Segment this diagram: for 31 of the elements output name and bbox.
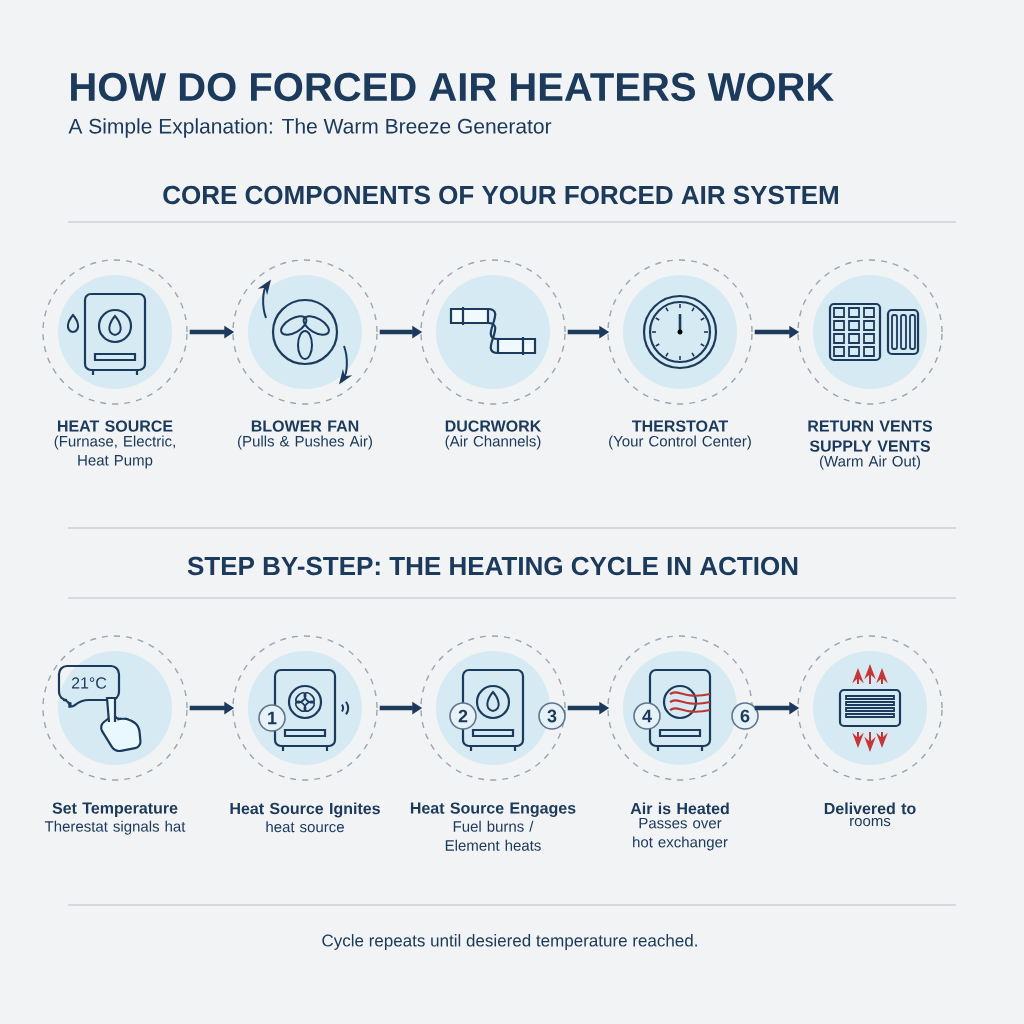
step-description: (Your Control Center) bbox=[609, 435, 751, 450]
section-heading: STEP BY-STEP: THE HEATING CYCLE IN ACTION bbox=[187, 556, 798, 576]
section-heading: CORE COMPONENTS OF YOUR FORCED AIR SYSTEM bbox=[163, 185, 838, 205]
step-title: RETURN VENTS SUPPLY VENTS bbox=[808, 420, 933, 452]
display-text: 21°C bbox=[71, 677, 107, 689]
step-title: Delivered to bbox=[824, 802, 916, 815]
step-title: Heat Source Ignites bbox=[230, 802, 380, 818]
step-description: (Warm Air Out) bbox=[820, 455, 921, 470]
step-title: THERSTOAT bbox=[632, 420, 728, 432]
step-description: (Air Channels) bbox=[445, 435, 541, 450]
step-description: Fuel burns / Element heats bbox=[445, 820, 541, 851]
footnote: Cycle repeats until desiered temperature reached. bbox=[322, 934, 697, 950]
step-number: 4 bbox=[633, 702, 661, 730]
step-title: DUCRWORK bbox=[445, 420, 542, 432]
step-description: heat source bbox=[266, 821, 344, 833]
step-description: Therestat signals hat bbox=[44, 820, 186, 835]
subtitle: A Simple Explanation: The Warm Breeze Generator bbox=[68, 118, 552, 138]
step-title: Air is Heated bbox=[630, 802, 729, 815]
step-title: HEAT SOURCE bbox=[58, 420, 173, 432]
title: HOW DO FORCED AIR HEATERS WORK bbox=[71, 72, 834, 102]
step-title: Set Temperature bbox=[52, 802, 178, 817]
step-description: (Furnase, Electric, Heat Pump bbox=[54, 435, 175, 469]
step-number: 6 bbox=[731, 702, 759, 730]
step-description: rooms bbox=[850, 817, 891, 827]
step-description: Passes over hot exchanger bbox=[633, 817, 728, 851]
step-number: 1 bbox=[258, 704, 286, 732]
step-title: BLOWER FAN bbox=[251, 420, 359, 432]
step-title: Heat Source Engages bbox=[410, 802, 576, 817]
step-description: (Pulls & Pushes Air) bbox=[238, 435, 372, 450]
step-number: 2 bbox=[449, 702, 477, 730]
step-number: 3 bbox=[538, 702, 566, 730]
